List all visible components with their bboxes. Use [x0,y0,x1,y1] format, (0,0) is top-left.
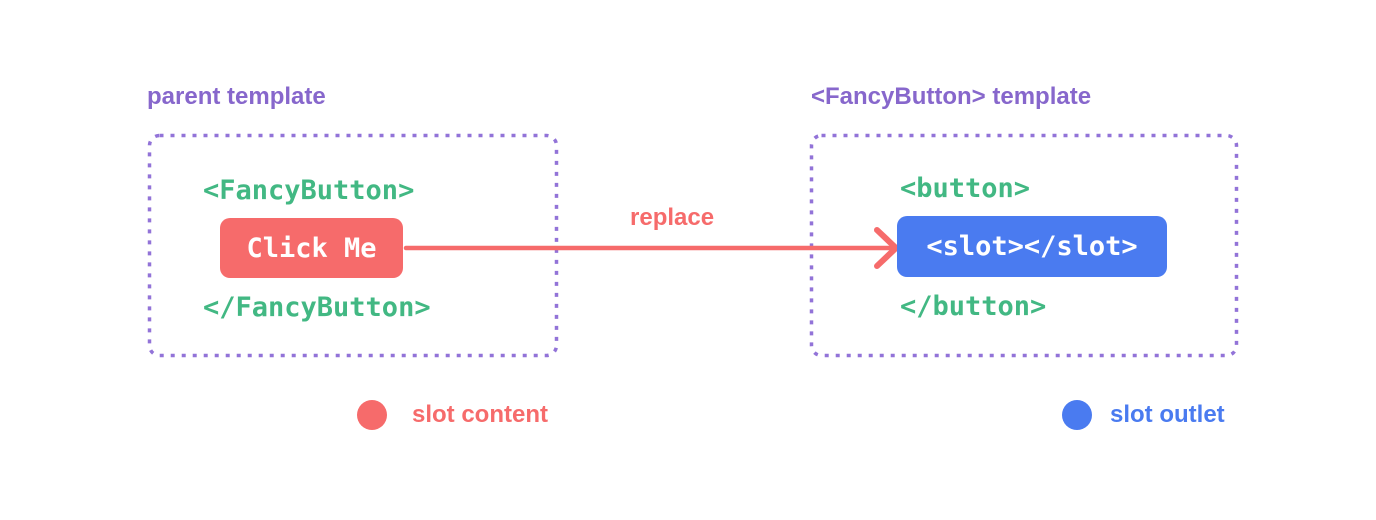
fancybutton-open-tag-code: <FancyButton> [203,175,415,206]
click-me-button: Click Me [220,218,403,278]
slot-outlet-label: slot outlet [1110,401,1225,428]
fancybutton-template-panel: <button> <slot></slot> </button> [811,135,1237,356]
slot-outlet-box: <slot></slot> [897,216,1167,277]
slot-content-legend-item: slot content [357,400,548,430]
fancybutton-close-tag-code: </FancyButton> [203,292,431,323]
parent-template-panel: <FancyButton> Click Me </FancyButton> [149,135,557,356]
button-open-tag-code: <button> [900,173,1031,204]
slot-outlet-legend-item: slot outlet [1062,400,1225,430]
button-close-tag-code: </button> [900,291,1047,322]
replace-label: replace [630,204,715,231]
parent-template-title: parent template [147,83,326,110]
slot-content-dot-icon [357,400,387,430]
slot-content-label: slot content [412,401,548,428]
fancybutton-template-title: <FancyButton> template [811,83,1092,110]
slot-outlet-dot-icon [1062,400,1092,430]
